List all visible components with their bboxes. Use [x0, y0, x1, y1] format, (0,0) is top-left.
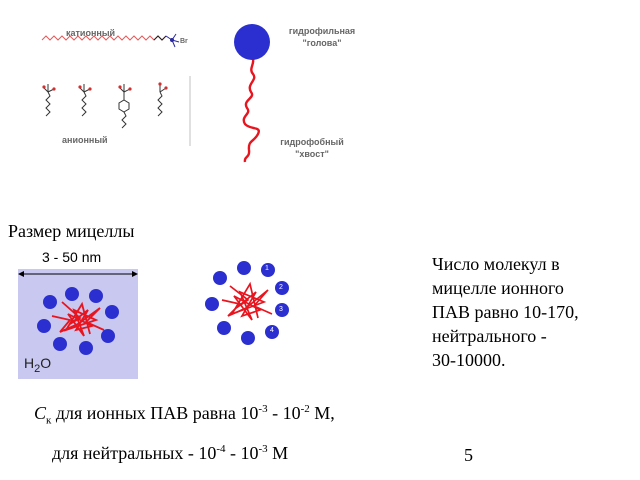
counterion-label: Br [180, 38, 188, 45]
cationic-label: катионный [66, 28, 116, 38]
size-label: 3 - 50 nm [42, 249, 102, 265]
size-dimension-arrow [18, 264, 138, 277]
surfactant-model [222, 18, 282, 168]
aggregation-line-3: ПАВ равно 10-170, [432, 302, 579, 322]
cmc-neutral-line: для нейтральных - 10-4 - 10-3 М [52, 443, 289, 463]
aggregation-line-1: Число молекул в [432, 254, 560, 274]
aggregation-line-2: мицелле ионного [432, 278, 564, 298]
tail-label-line1: гидрофобный [280, 137, 344, 147]
surfactant-structures-drawing [41, 33, 191, 146]
anionic-molecule-2 [79, 84, 91, 117]
aggregation-text: Число молекул в мицелле ионного ПАВ равн… [432, 252, 579, 372]
hydrophobic-tail [242, 55, 260, 163]
cationic-chain [41, 35, 167, 41]
head-label-line2: "голова" [302, 38, 342, 48]
hydrophilic-head [234, 24, 270, 60]
cmc-ionic-line: Ск для ионных ПАВ равна 10-3 - 10-2 М, [34, 403, 335, 427]
anionic-molecule-1 [43, 84, 55, 117]
head-number-1: 1 [265, 265, 269, 272]
head-number-3: 3 [279, 306, 283, 313]
water-micelle [30, 280, 130, 360]
surfactant-structures-panel [34, 18, 194, 148]
aggregation-line-5: 30-10000. [432, 350, 506, 370]
head-number-4: 4 [270, 327, 274, 334]
head-label-line1: гидрофильная [288, 26, 356, 36]
numbered-micelle [196, 256, 296, 348]
aggregation-line-4: нейтрального - [432, 326, 547, 346]
anionic-label: анионный [62, 135, 108, 145]
tail-label-line2: "хвост" [295, 149, 329, 159]
cmc-symbol: С [34, 403, 47, 423]
anionic-molecule-3 [118, 84, 131, 129]
solvent-label: H2O [24, 355, 52, 375]
head-number-2: 2 [279, 284, 283, 291]
page-number: 5 [464, 445, 473, 465]
micelle-size-title: Размер мицеллы [8, 221, 135, 241]
